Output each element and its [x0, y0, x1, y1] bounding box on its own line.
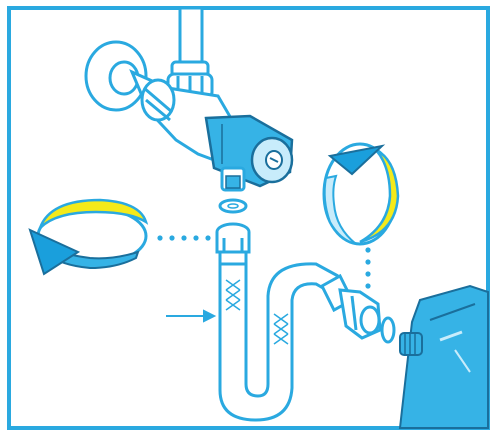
- dotted-guide-left: [157, 235, 211, 241]
- dotted-guide-right: [365, 247, 371, 289]
- angle-valve: [84, 40, 234, 162]
- washer-bottom: [380, 316, 396, 344]
- pointer-arrow: [166, 309, 217, 323]
- hose-nut-top: [215, 222, 251, 266]
- hose-nut-bottom: [320, 273, 382, 340]
- flex-hose: [218, 262, 339, 422]
- rotation-arrow-right: [322, 142, 400, 246]
- rotation-arrow-left: [28, 198, 149, 276]
- appliance-inlet: [399, 332, 423, 356]
- valve-outlet: [220, 166, 246, 192]
